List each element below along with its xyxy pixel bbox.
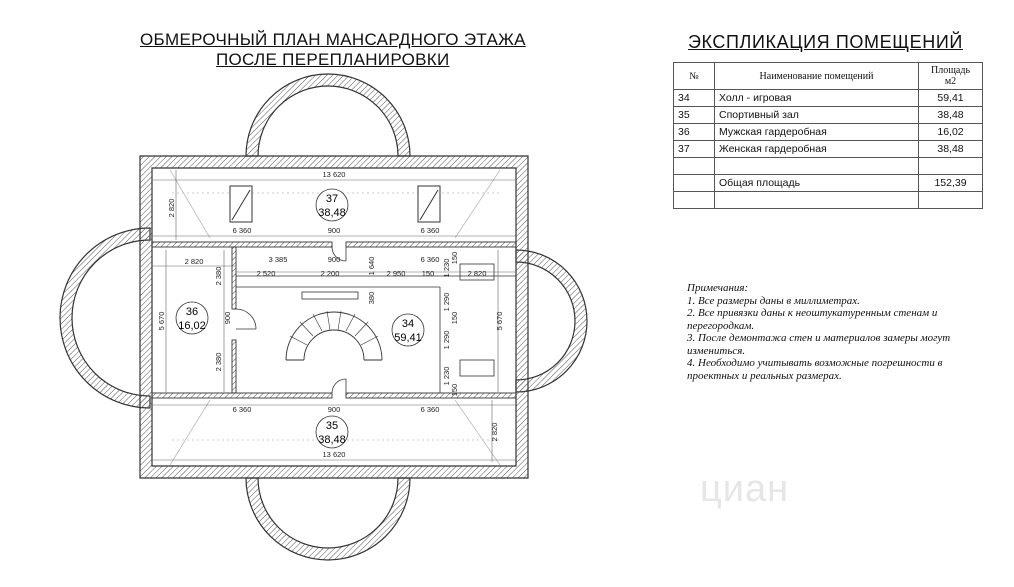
- row-num: 34: [673, 89, 715, 107]
- dim-2820-left: 2 820: [185, 257, 204, 266]
- row-area: 38,48: [918, 106, 983, 124]
- dim-2820-v-right: 2 820: [490, 423, 499, 442]
- dim-2200: 2 200: [321, 269, 340, 278]
- note-item: 4. Необходимо учитывать возможные погреш…: [687, 357, 943, 382]
- plan-title-line1: ОБМЕРОЧНЫЙ ПЛАН МАНСАРДНОГО ЭТАЖА: [140, 30, 526, 49]
- door-swings: [235, 246, 347, 394]
- dim-bottom-width: 13 620: [323, 450, 346, 459]
- header-area-line2: м2: [944, 76, 957, 87]
- row-name: Женская гардеробная: [714, 140, 919, 158]
- dim-1290-top: 1 290: [442, 293, 451, 312]
- row-name: Спортивный зал: [714, 106, 919, 124]
- table-row: 34 Холл - игровая 59,41: [673, 89, 983, 107]
- roof-windows: [229, 185, 441, 223]
- left-bay-wall: [59, 227, 151, 409]
- roof-slope-lines: [169, 169, 501, 466]
- dim-1230-bottom: 1 230: [442, 367, 451, 386]
- room-34-area: 59,41: [394, 332, 422, 344]
- dim-900-mid: 900: [328, 255, 341, 264]
- dim-2520: 2 520: [257, 269, 276, 278]
- dim-3385: 3 385: [269, 255, 288, 264]
- dim-380: 380: [367, 292, 376, 305]
- top-bay-wall: [245, 73, 411, 157]
- notes: Примечания: 1. Все размеры даны в миллим…: [687, 282, 987, 382]
- floor-plan: 37 38,48 36 16,02 34 59,41 35 38,48 13 6…: [59, 73, 588, 561]
- row-area: 16,02: [918, 123, 983, 141]
- total-label: Общая площадь: [714, 174, 919, 192]
- dim-6360-tr: 6 360: [421, 226, 440, 235]
- note-item: 2. Все привязки даны к неоштукатуренным …: [687, 307, 938, 332]
- row-area: 38,48: [918, 140, 983, 158]
- room-37-number: 37: [326, 193, 338, 205]
- note-item: 3. После демонтажа стен и материалов зам…: [687, 332, 951, 357]
- explication-title: ЭКСПЛИКАЦИЯ ПОМЕЩЕНИЙ: [688, 32, 963, 52]
- dim-2820-v-left: 2 820: [167, 199, 176, 218]
- stair-rail: [301, 291, 359, 300]
- row-name: Холл - игровая: [714, 89, 919, 107]
- dim-900-bottom: 900: [328, 405, 341, 414]
- dim-900-v: 900: [223, 312, 232, 325]
- dim-5670-left: 5 670: [157, 312, 166, 331]
- dim-2380-top: 2 380: [214, 267, 223, 286]
- dim-5670-right: 5 670: [495, 312, 504, 331]
- header-area-line1: Площадь: [931, 65, 970, 76]
- room-37-area: 38,48: [318, 207, 346, 219]
- dim-150: 150: [422, 269, 435, 278]
- room-36-number: 36: [186, 306, 198, 318]
- row-area: 59,41: [918, 89, 983, 107]
- dim-6360-tl: 6 360: [233, 226, 252, 235]
- header-name: Наименование помещений: [714, 62, 919, 90]
- row-num: 35: [673, 106, 715, 124]
- header-num: №: [673, 62, 715, 90]
- dim-150-v-bottom: 150: [450, 384, 459, 397]
- spiral-staircase: [285, 310, 383, 361]
- room-36-area: 16,02: [178, 320, 206, 332]
- row-num: 37: [673, 140, 715, 158]
- dim-6360-bl: 6 360: [233, 405, 252, 414]
- dim-2380-bottom: 2 380: [214, 353, 223, 372]
- dim-150-v-top: 150: [450, 252, 459, 265]
- total-value: 152,39: [918, 174, 983, 192]
- dim-top-width: 13 620: [323, 170, 346, 179]
- bottom-bay-wall: [245, 477, 411, 561]
- watermark: циан: [700, 468, 790, 510]
- table-row-empty: [673, 191, 983, 209]
- dim-150-v-mid: 150: [450, 312, 459, 325]
- header-area: Площадь м2: [918, 62, 983, 90]
- note-item: 1. Все размеры даны в миллиметрах.: [687, 294, 860, 307]
- plan-title-line2: ПОСЛЕ ПЕРЕПЛАНИРОВКИ: [216, 50, 450, 69]
- dim-900-top: 900: [328, 226, 341, 235]
- table-row: 36 Мужская гардеробная 16,02: [673, 123, 983, 141]
- outer-wall: [139, 155, 529, 479]
- table-row: 35 Спортивный зал 38,48: [673, 106, 983, 124]
- dim-2820-right: 2 820: [468, 269, 487, 278]
- dim-1230-top: 1 230: [442, 259, 451, 278]
- dim-6360-br: 6 360: [421, 405, 440, 414]
- room-34-number: 34: [402, 318, 414, 330]
- dim-1290-bottom: 1 290: [442, 331, 451, 350]
- table-row-empty: [673, 157, 983, 175]
- interior-walls: [151, 241, 517, 399]
- table-header-row: № Наименование помещений Площадь м2: [673, 62, 983, 90]
- dimension-lines: [152, 170, 516, 462]
- row-name: Мужская гардеробная: [714, 123, 919, 141]
- notes-heading: Примечания:: [687, 282, 749, 294]
- room-35-area: 38,48: [318, 434, 346, 446]
- table-row-total: Общая площадь 152,39: [673, 174, 983, 192]
- explication-table: № Наименование помещений Площадь м2 34 Х…: [673, 62, 983, 209]
- dim-1640: 1 640: [367, 257, 376, 276]
- dim-2950: 2 950: [387, 269, 406, 278]
- table-row: 37 Женская гардеробная 38,48: [673, 140, 983, 158]
- row-num: 36: [673, 123, 715, 141]
- room-35-number: 35: [326, 420, 338, 432]
- partitions: [236, 263, 516, 393]
- dim-6360-mid: 6 360: [421, 255, 440, 264]
